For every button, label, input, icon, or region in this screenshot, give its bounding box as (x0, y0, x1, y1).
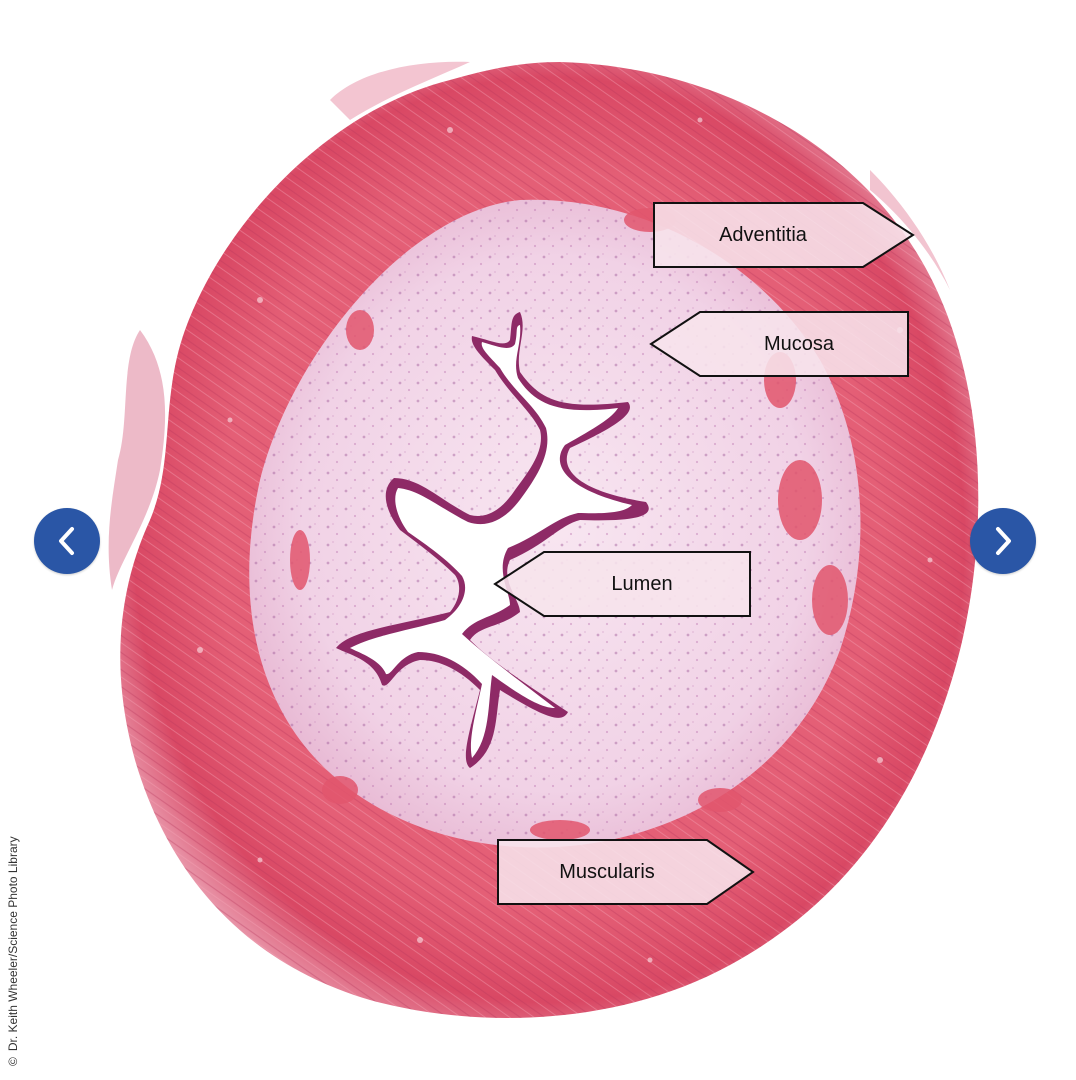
label-mucosa-shape (649, 311, 909, 377)
label-lumen-shape (493, 551, 751, 617)
chevron-right-icon (996, 527, 1011, 555)
photo-credit-text: Dr. Keith Wheeler/Science Photo Library (6, 836, 20, 1052)
photo-credit: © Dr. Keith Wheeler/Science Photo Library (6, 836, 20, 1066)
label-mucosa[interactable]: Mucosa (649, 311, 910, 377)
label-muscularis-shape (497, 839, 755, 905)
label-muscularis-text: Muscularis (559, 861, 655, 883)
label-lumen[interactable]: Lumen (493, 551, 752, 617)
label-adventitia-text: Adventitia (719, 224, 807, 246)
label-mucosa-text: Mucosa (763, 333, 835, 355)
muscle-bundles (290, 208, 848, 840)
label-muscularis[interactable]: Muscularis (497, 839, 755, 905)
lumen-space (350, 325, 632, 758)
copyright-symbol: © (6, 1057, 20, 1066)
chevron-left-icon (59, 527, 74, 555)
label-adventitia[interactable]: Adventitia (653, 202, 915, 268)
label-lumen-text: Lumen (611, 573, 673, 595)
previous-button[interactable] (34, 508, 100, 574)
label-adventitia-shape (653, 202, 915, 268)
next-button[interactable] (970, 508, 1036, 574)
